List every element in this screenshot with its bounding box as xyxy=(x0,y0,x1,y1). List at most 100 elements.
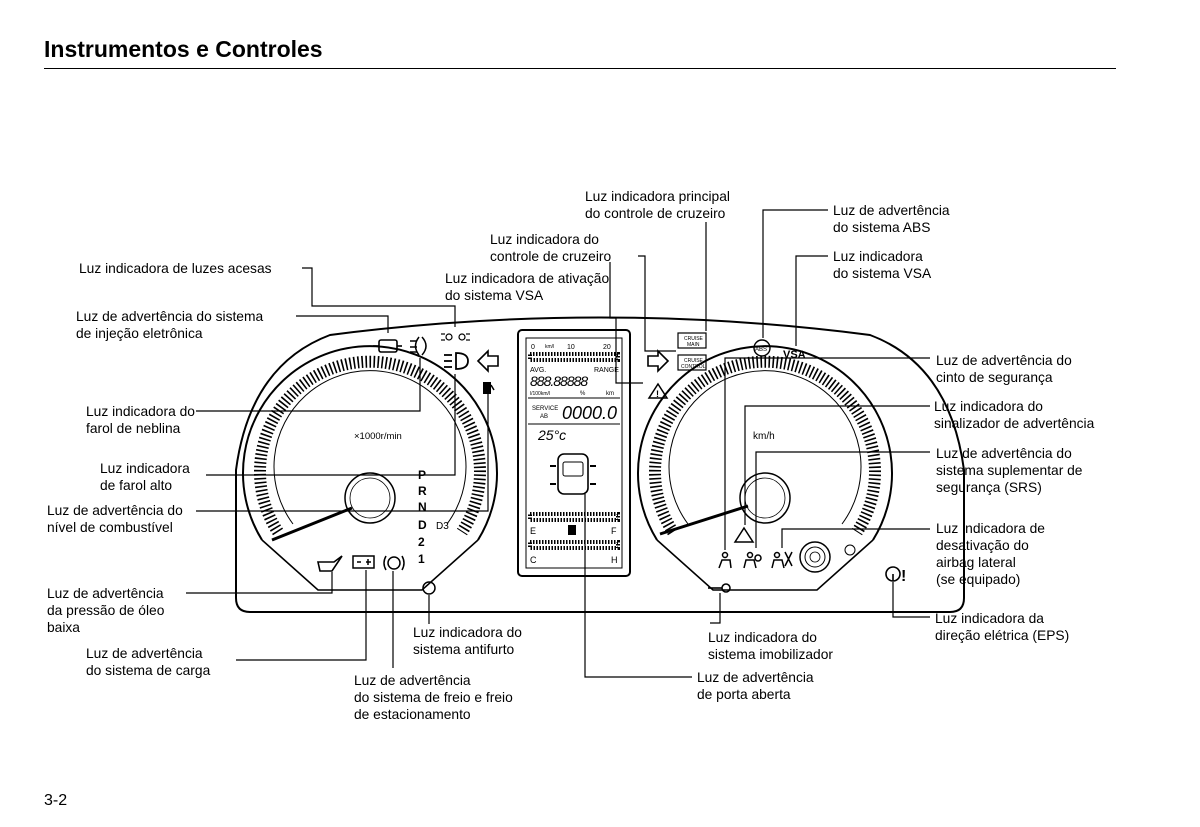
label-line: Luz de advertência xyxy=(86,646,203,661)
antitheft-icon xyxy=(422,581,436,595)
cluster-housing xyxy=(235,316,965,613)
label-cruise-main: Luz indicadora principal do controle de … xyxy=(585,188,730,222)
label-line: Luz indicadora de xyxy=(936,521,1045,536)
display-scale-10: 10 xyxy=(567,344,575,351)
battery-icon xyxy=(352,555,375,569)
car-top-view-icon xyxy=(550,453,596,495)
multi-info-display: 0 km/l 10 20 AVG. RANGE 888.88888 l/100k… xyxy=(517,329,631,577)
label-check-engine: Luz de advertência do sistema de injeção… xyxy=(76,308,263,342)
label-line: Luz indicadora de ativação xyxy=(445,271,610,286)
label-line: da pressão de óleo xyxy=(47,603,165,618)
speed-unit: km/h xyxy=(753,431,775,442)
label-high-beam: Luz indicadora de farol alto xyxy=(100,460,190,494)
tach-unit: ×1000r/min xyxy=(354,431,402,442)
eps-excl: ! xyxy=(901,568,906,585)
label-antitheft: Luz indicadora do sistema antifurto xyxy=(413,624,522,658)
label-line: direção elétrica (EPS) xyxy=(935,628,1070,643)
fog-light-icon xyxy=(410,336,427,356)
cruise-control-line1: CRUISE xyxy=(684,358,704,364)
label-eps: Luz indicadora da direção elétrica (EPS) xyxy=(935,610,1069,644)
gear-1: 1 xyxy=(418,552,425,566)
label-line: segurança (SRS) xyxy=(936,480,1042,495)
abs-icon: ABS xyxy=(753,339,771,357)
abs-text: ABS xyxy=(755,347,767,353)
temp-h: H xyxy=(611,555,618,565)
label-line: Luz indicadora xyxy=(100,461,190,476)
label-seatbelt: Luz de advertência do cinto de segurança xyxy=(936,352,1072,386)
gear-d3: D3 xyxy=(436,521,449,532)
label-brake: Luz de advertência do sistema de freio e… xyxy=(354,672,513,723)
label-line: Luz indicadora do xyxy=(708,630,817,645)
display-scale-unit: km/l xyxy=(545,344,554,350)
label-line: controle de cruzeiro xyxy=(490,249,612,264)
display-km: km xyxy=(606,391,614,397)
label-line: Luz de advertência do xyxy=(936,353,1072,368)
label-line: cinto de segurança xyxy=(936,370,1053,385)
brake-icon xyxy=(383,555,405,571)
gear-d: D xyxy=(418,518,427,532)
label-vsa-activation: Luz indicadora de ativação do sistema VS… xyxy=(445,270,609,304)
page-title: Instrumentos e Controles xyxy=(44,36,323,62)
cruise-main-line2: MAIN xyxy=(687,342,700,348)
label-line: Luz de advertência do xyxy=(47,503,183,518)
label-line: farol de neblina xyxy=(86,421,181,436)
label-line: Luz de advertência xyxy=(697,670,814,685)
check-engine-icon xyxy=(373,339,402,353)
label-line: Luz de advertência xyxy=(354,673,471,688)
label-line: Luz de advertência xyxy=(47,586,164,601)
label-line: Luz de advertência do xyxy=(936,446,1072,461)
label-lights-on: Luz indicadora de luzes acesas xyxy=(79,260,272,277)
label-immobilizer: Luz indicadora do sistema imobilizador xyxy=(708,629,833,663)
header-rule xyxy=(44,68,1116,69)
vsa-text: VSA xyxy=(783,349,806,361)
fuel-f: F xyxy=(611,526,617,536)
label-line: de injeção eletrônica xyxy=(76,326,203,341)
label-oil-pressure: Luz de advertência da pressão de óleo ba… xyxy=(47,585,164,636)
display-percent: % xyxy=(580,391,586,397)
label-abs: Luz de advertência do sistema ABS xyxy=(833,202,950,236)
hazard-icon xyxy=(647,382,669,399)
display-odo-digits: 888.88888 xyxy=(530,373,588,389)
temp-c: C xyxy=(530,555,537,565)
high-beam-icon xyxy=(444,352,469,370)
cruise-control-indicator: CRUISE CONTROL xyxy=(677,354,707,371)
label-fuel-level: Luz de advertência do nível de combustív… xyxy=(47,502,183,536)
label-line: do sistema VSA xyxy=(833,266,932,281)
fuel-e: E xyxy=(530,526,536,536)
gear-2: 2 xyxy=(418,535,425,549)
label-line: sistema imobilizador xyxy=(708,647,833,662)
label-vsa-indicator: Luz indicadora do sistema VSA xyxy=(833,248,931,282)
fuel-pump-icon xyxy=(483,382,495,394)
label-line: sistema suplementar de xyxy=(936,463,1083,478)
label-line: do sistema ABS xyxy=(833,220,931,235)
display-service: SERVICE xyxy=(532,406,558,412)
speedometer-gauge xyxy=(637,345,893,591)
label-line: airbag lateral xyxy=(936,555,1016,570)
label-line: Luz indicadora da xyxy=(935,611,1044,626)
oil-can-icon xyxy=(317,555,343,572)
label-line: Luz indicadora de luzes acesas xyxy=(79,261,272,276)
turn-signal-right-icon xyxy=(647,349,670,373)
label-srs: Luz de advertência do sistema suplementa… xyxy=(936,445,1082,496)
srs-icon xyxy=(743,551,762,569)
label-line: sinalizador de advertência xyxy=(934,416,1095,431)
label-line: baixa xyxy=(47,620,80,635)
display-odo-unit: l/100km/l xyxy=(530,391,550,397)
label-line: Luz indicadora principal xyxy=(585,189,730,204)
label-line: de estacionamento xyxy=(354,707,471,722)
turn-signal-left-icon xyxy=(476,349,499,373)
srs-warning-icon xyxy=(733,526,755,543)
label-line: Luz de advertência xyxy=(833,203,950,218)
label-line: Luz indicadora do xyxy=(413,625,522,640)
cruise-main-line1: CRUISE xyxy=(684,336,704,342)
gear-r: R xyxy=(418,484,427,498)
cruise-main-indicator: CRUISE MAIN xyxy=(677,332,707,349)
display-avg: AVG. xyxy=(530,367,546,374)
label-line: nível de combustível xyxy=(47,520,173,535)
page-number: 3-2 xyxy=(44,792,68,809)
label-line: Luz indicadora do xyxy=(490,232,599,247)
label-line: Luz indicadora xyxy=(833,249,923,264)
leader-lines xyxy=(186,209,930,678)
label-line: (se equipado) xyxy=(936,572,1021,587)
